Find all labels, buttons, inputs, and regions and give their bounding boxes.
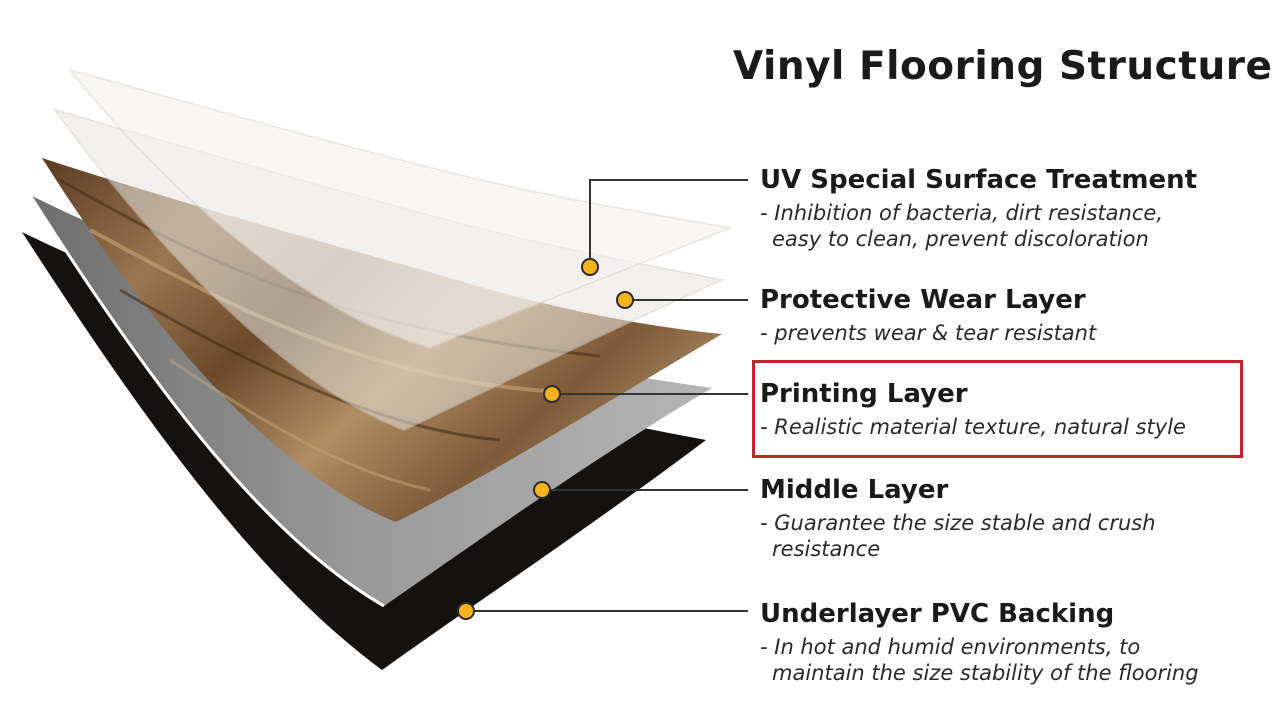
desc-line-1: - In hot and humid environments, to <box>760 635 1141 659</box>
layer-wear-label: Protective Wear Layer - prevents wear & … <box>760 284 1096 346</box>
layer-title: UV Special Surface Treatment <box>760 165 1198 195</box>
marker-middle-dot <box>533 481 551 499</box>
marker-backing-dot <box>457 602 475 620</box>
layer-markers <box>457 258 634 620</box>
layer-description: - Inhibition of bacteria, dirt resistanc… <box>760 200 1197 252</box>
layer-middle-label: Middle Layer - Guarantee the size stable… <box>760 474 1156 562</box>
middle-layer-edge <box>28 194 385 608</box>
layer-print-label: Printing Layer - Realistic material text… <box>760 378 1186 440</box>
layer-title: Middle Layer <box>760 475 949 505</box>
desc-line-2: resistance <box>772 537 881 561</box>
layer-backing-label: Underlayer PVC Backing - In hot and humi… <box>760 598 1199 686</box>
leader-lines <box>466 179 748 612</box>
desc-line-1: - Realistic material texture, natural st… <box>760 415 1186 439</box>
wood-grain-4 <box>169 358 431 492</box>
marker-uv-dot <box>581 258 599 276</box>
layer-description: - In hot and humid environments, to main… <box>760 634 1199 686</box>
desc-line-2: easy to clean, prevent discoloration <box>772 227 1149 251</box>
layer-title: Protective Wear Layer <box>760 285 1086 315</box>
layer-description: - prevents wear & tear resistant <box>760 320 1096 346</box>
desc-line-2: maintain the size stability of the floor… <box>772 661 1199 685</box>
marker-wear-dot <box>616 291 634 309</box>
desc-line-1: - Guarantee the size stable and crush <box>760 511 1156 535</box>
wood-grain-3 <box>119 288 501 442</box>
page-title: Vinyl Flooring Structure <box>733 44 1273 89</box>
layer-title: Printing Layer <box>760 379 968 409</box>
desc-line-1: - prevents wear & tear resistant <box>760 321 1097 345</box>
printing-layer-highlight <box>752 360 1243 458</box>
desc-line-1: - Inhibition of bacteria, dirt resistanc… <box>760 201 1163 225</box>
uv-layer-sheet <box>67 68 733 349</box>
layer-uv-label: UV Special Surface Treatment - Inhibitio… <box>760 164 1197 252</box>
layer-description: - Guarantee the size stable and crush re… <box>760 510 1156 562</box>
leader-uv <box>589 179 748 266</box>
layer-description: - Realistic material texture, natural st… <box>760 414 1186 440</box>
marker-print-dot <box>543 385 561 403</box>
layer-title: Underlayer PVC Backing <box>760 599 1115 629</box>
